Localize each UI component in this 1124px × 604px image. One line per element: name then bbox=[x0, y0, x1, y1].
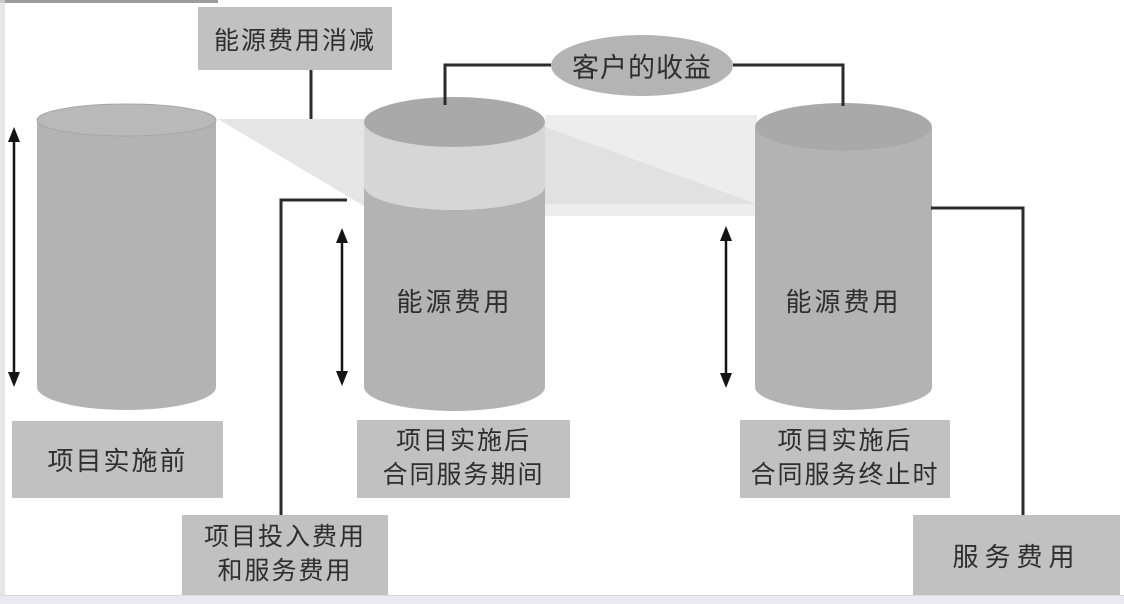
service-fee-box: 服务费用 bbox=[913, 515, 1120, 595]
left-edge-artifact bbox=[0, 0, 5, 596]
cylinder-during-saved-band bbox=[364, 122, 545, 210]
investment-and-service-cost-box: 项目投入费用 和服务费用 bbox=[182, 515, 388, 595]
height-arrow-during bbox=[336, 228, 348, 386]
customer-benefit-ellipse: 客户的收益 bbox=[551, 35, 733, 96]
connector-benefit-right bbox=[733, 63, 845, 106]
caption-after-contract: 项目实施后 合同服务终止时 bbox=[740, 420, 950, 498]
cylinder-during-body bbox=[364, 186, 545, 411]
energy-cost-label-during: 能源费用 bbox=[396, 288, 513, 317]
benefit-flow-wedge bbox=[545, 127, 757, 204]
cylinder-during-top bbox=[364, 97, 545, 147]
energy-saving-box: 能源费用消减 bbox=[198, 7, 392, 70]
caption-before-project: 项目实施前 bbox=[12, 421, 223, 498]
customer-benefit-label: 客户的收益 bbox=[572, 53, 712, 83]
cylinder-after-top bbox=[755, 103, 932, 151]
height-arrow-before bbox=[8, 127, 20, 387]
cylinder-after-body bbox=[755, 127, 932, 411]
height-arrow-after bbox=[720, 226, 732, 388]
energy-cost-label-after: 能源费用 bbox=[785, 288, 902, 317]
caption-during-contract: 项目实施后 合同服务期间 bbox=[357, 420, 570, 498]
connector-service-fee bbox=[931, 206, 1025, 520]
savings-flow-triangle bbox=[218, 119, 364, 206]
cylinder-before-top bbox=[36, 103, 217, 137]
connector-investment bbox=[279, 198, 347, 520]
energy-saving-label: 能源费用消减 bbox=[213, 27, 376, 55]
top-edge-artifact bbox=[0, 0, 218, 3]
bottom-edge-strip bbox=[0, 595, 1124, 604]
connector-benefit-left bbox=[443, 63, 551, 105]
cylinder-before-body bbox=[37, 120, 216, 411]
